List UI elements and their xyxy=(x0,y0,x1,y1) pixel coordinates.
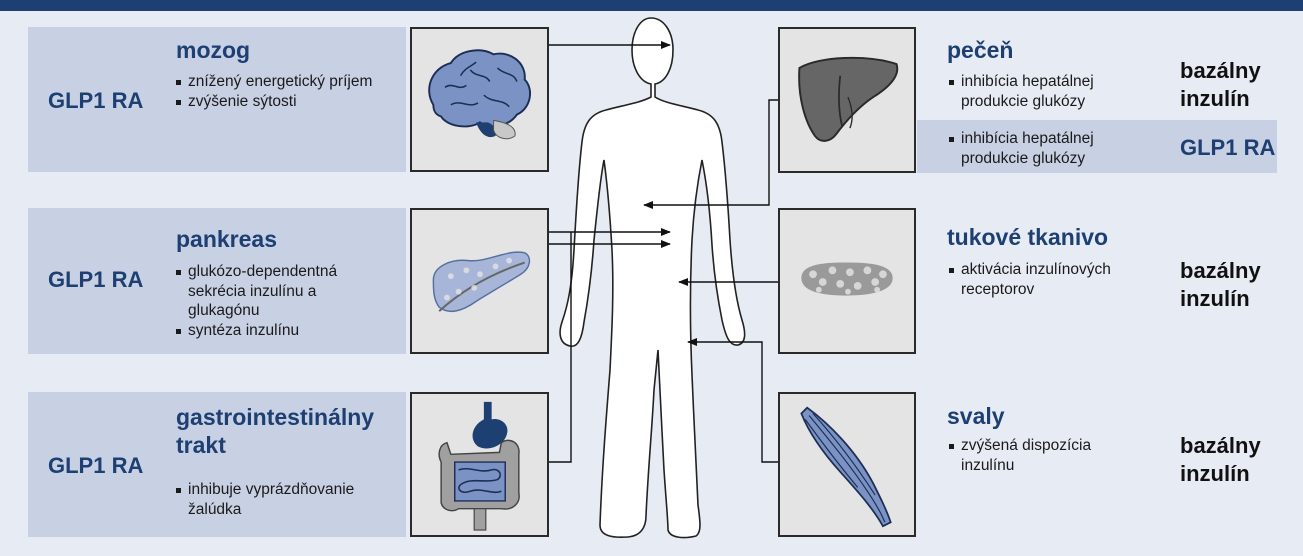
brain-icon xyxy=(412,29,547,170)
gi-tract-icon xyxy=(412,394,547,535)
pancreas-icon xyxy=(412,210,547,352)
human-body-icon xyxy=(560,18,745,538)
adipose-tissue-icon xyxy=(780,210,914,352)
adipose-image xyxy=(778,208,916,354)
gi-image xyxy=(410,392,549,537)
liver-icon xyxy=(780,29,914,171)
pancreas-image xyxy=(410,208,549,354)
liver-image xyxy=(778,27,916,173)
muscle-image xyxy=(778,392,916,537)
brain-image xyxy=(410,27,549,172)
muscle-icon xyxy=(780,394,914,535)
